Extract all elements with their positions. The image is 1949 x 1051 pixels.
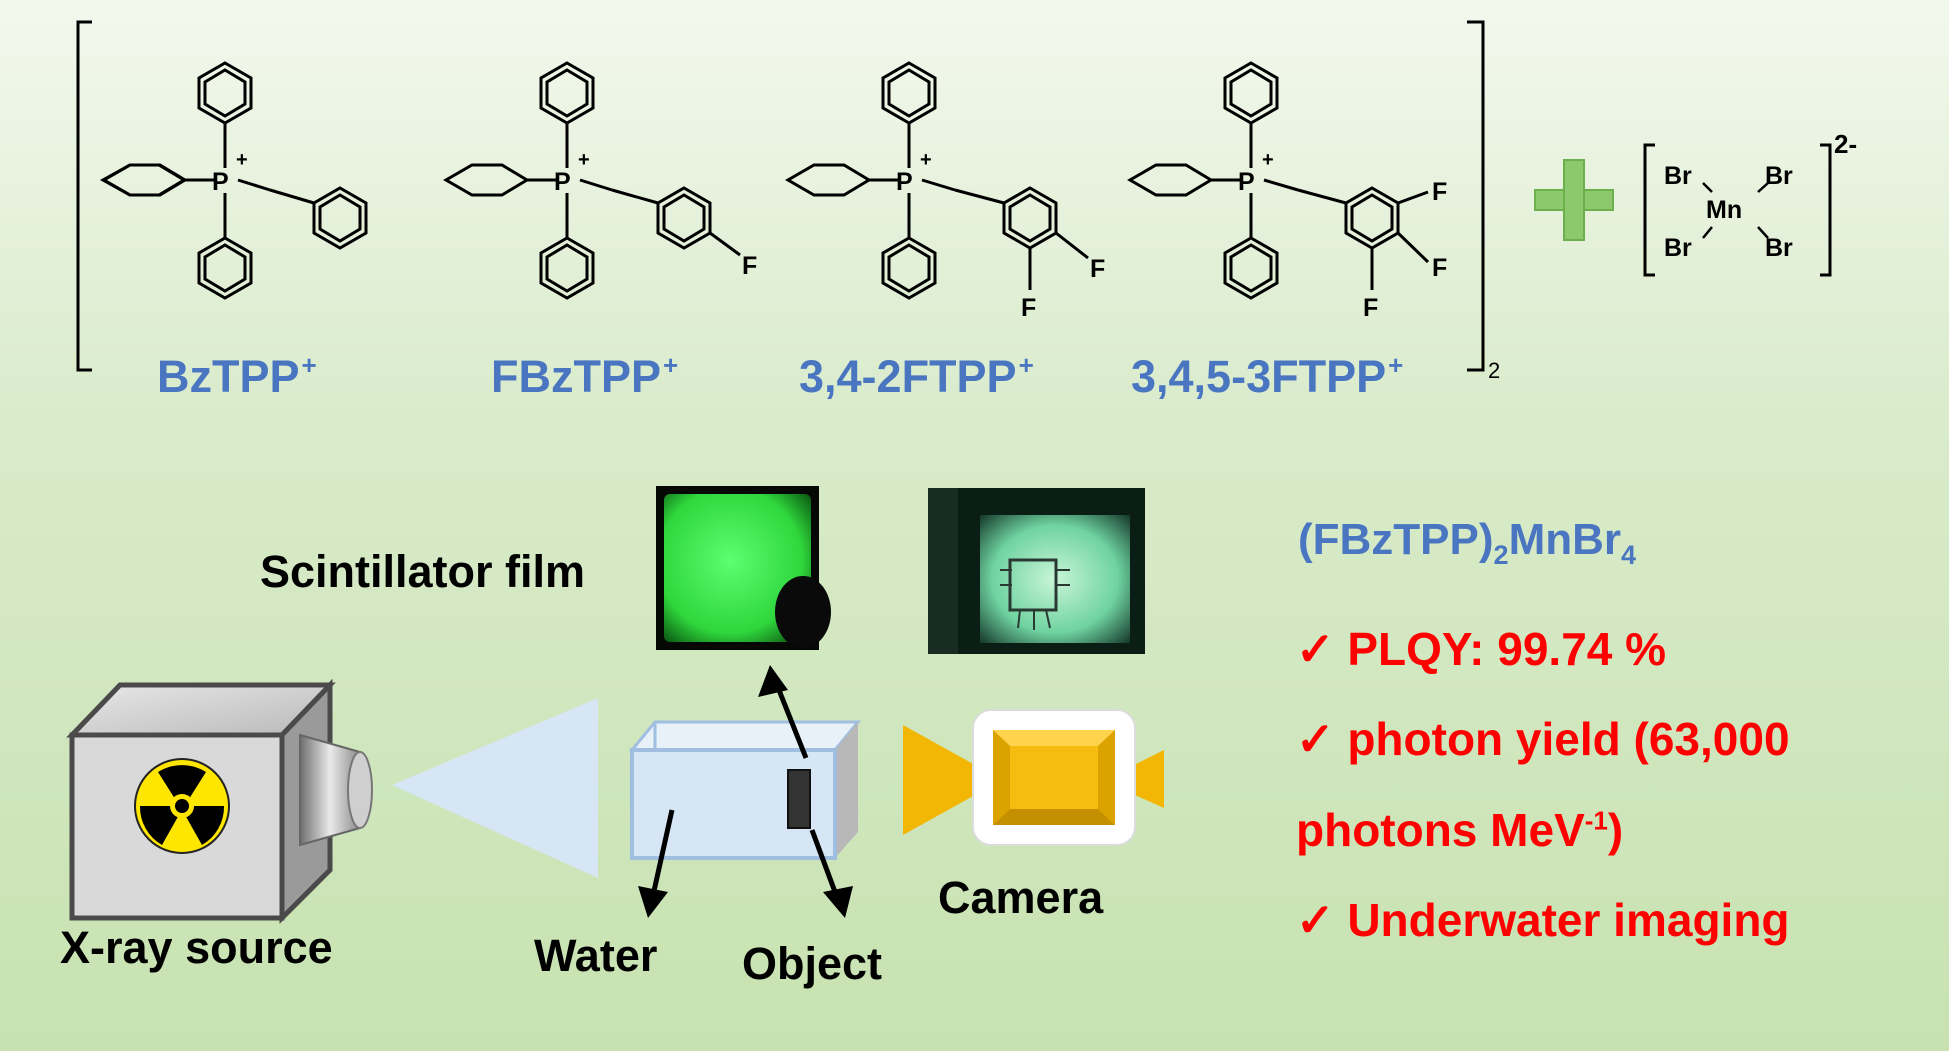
molecule-345-3ftpp (1126, 61, 1430, 300)
camera-icon (903, 709, 1164, 846)
bracket-subscript: 2 (1488, 358, 1500, 383)
atom-p: P (554, 168, 571, 196)
anion-charge: 2- (1834, 129, 1857, 159)
underwater-image-photo (928, 488, 1145, 654)
atom-br: Br (1765, 162, 1793, 190)
atom-plus: + (578, 149, 590, 171)
atom-br: Br (1765, 234, 1793, 262)
atom-f: F (1432, 254, 1447, 282)
scintillator-film-photo (656, 486, 831, 650)
molecule-bztpp (99, 61, 368, 300)
xray-nozzle (299, 733, 373, 847)
atom-f: F (1021, 294, 1036, 322)
molecule-fbztpp (442, 61, 741, 300)
compound-formula: (FBzTPP)2MnBr4 (1298, 515, 1637, 570)
cation-label-34-2ftpp: 3,4-2FTPP+ (799, 350, 1034, 402)
feature-photon-yield: ✓ photon yield (63,000 (1296, 713, 1790, 765)
xray-source-box (66, 678, 336, 925)
label-xray-source: X-ray source (60, 922, 333, 973)
arrows (649, 679, 841, 901)
label-object: Object (742, 938, 883, 989)
atom-p: P (212, 168, 229, 196)
feature-photon-yield-line2: photons MeV-1) (1296, 804, 1624, 856)
cation-label-345-3ftpp: 3,4,5-3FTPP+ (1131, 350, 1404, 402)
object-plate (787, 769, 811, 829)
radiation-icon (139, 765, 225, 845)
atom-br: Br (1664, 234, 1692, 262)
large-bracket (76, 20, 1485, 372)
atom-plus: + (1262, 149, 1274, 171)
mnbr4-anion: Br Br Mn Br Br 2- (1643, 129, 1857, 277)
atom-mn: Mn (1706, 196, 1742, 224)
label-camera: Camera (938, 872, 1104, 923)
atom-f: F (742, 252, 757, 280)
label-water: Water (534, 930, 658, 981)
label-scintillator-film: Scintillator film (260, 546, 586, 597)
atom-plus: + (920, 149, 932, 171)
xray-beam (392, 698, 598, 878)
feature-underwater-imaging: ✓ Underwater imaging (1296, 894, 1790, 946)
molecule-34-2ftpp (784, 61, 1089, 300)
atom-br: Br (1664, 162, 1692, 190)
arrow-head-up (758, 665, 788, 697)
atom-p: P (1238, 168, 1255, 196)
arrow-head-object (823, 886, 853, 918)
arrow-head-water (638, 886, 668, 918)
cation-label-fbztpp: FBzTPP+ (491, 350, 679, 402)
atom-f: F (1363, 294, 1378, 322)
atom-f: F (1432, 178, 1447, 206)
atom-plus: + (236, 149, 248, 171)
plus-sign (1534, 159, 1614, 241)
atom-p: P (896, 168, 913, 196)
atom-f: F (1090, 255, 1105, 283)
feature-plqy: ✓ PLQY: 99.74 % (1296, 623, 1667, 675)
cation-label-bztpp: BzTPP+ (157, 350, 317, 402)
